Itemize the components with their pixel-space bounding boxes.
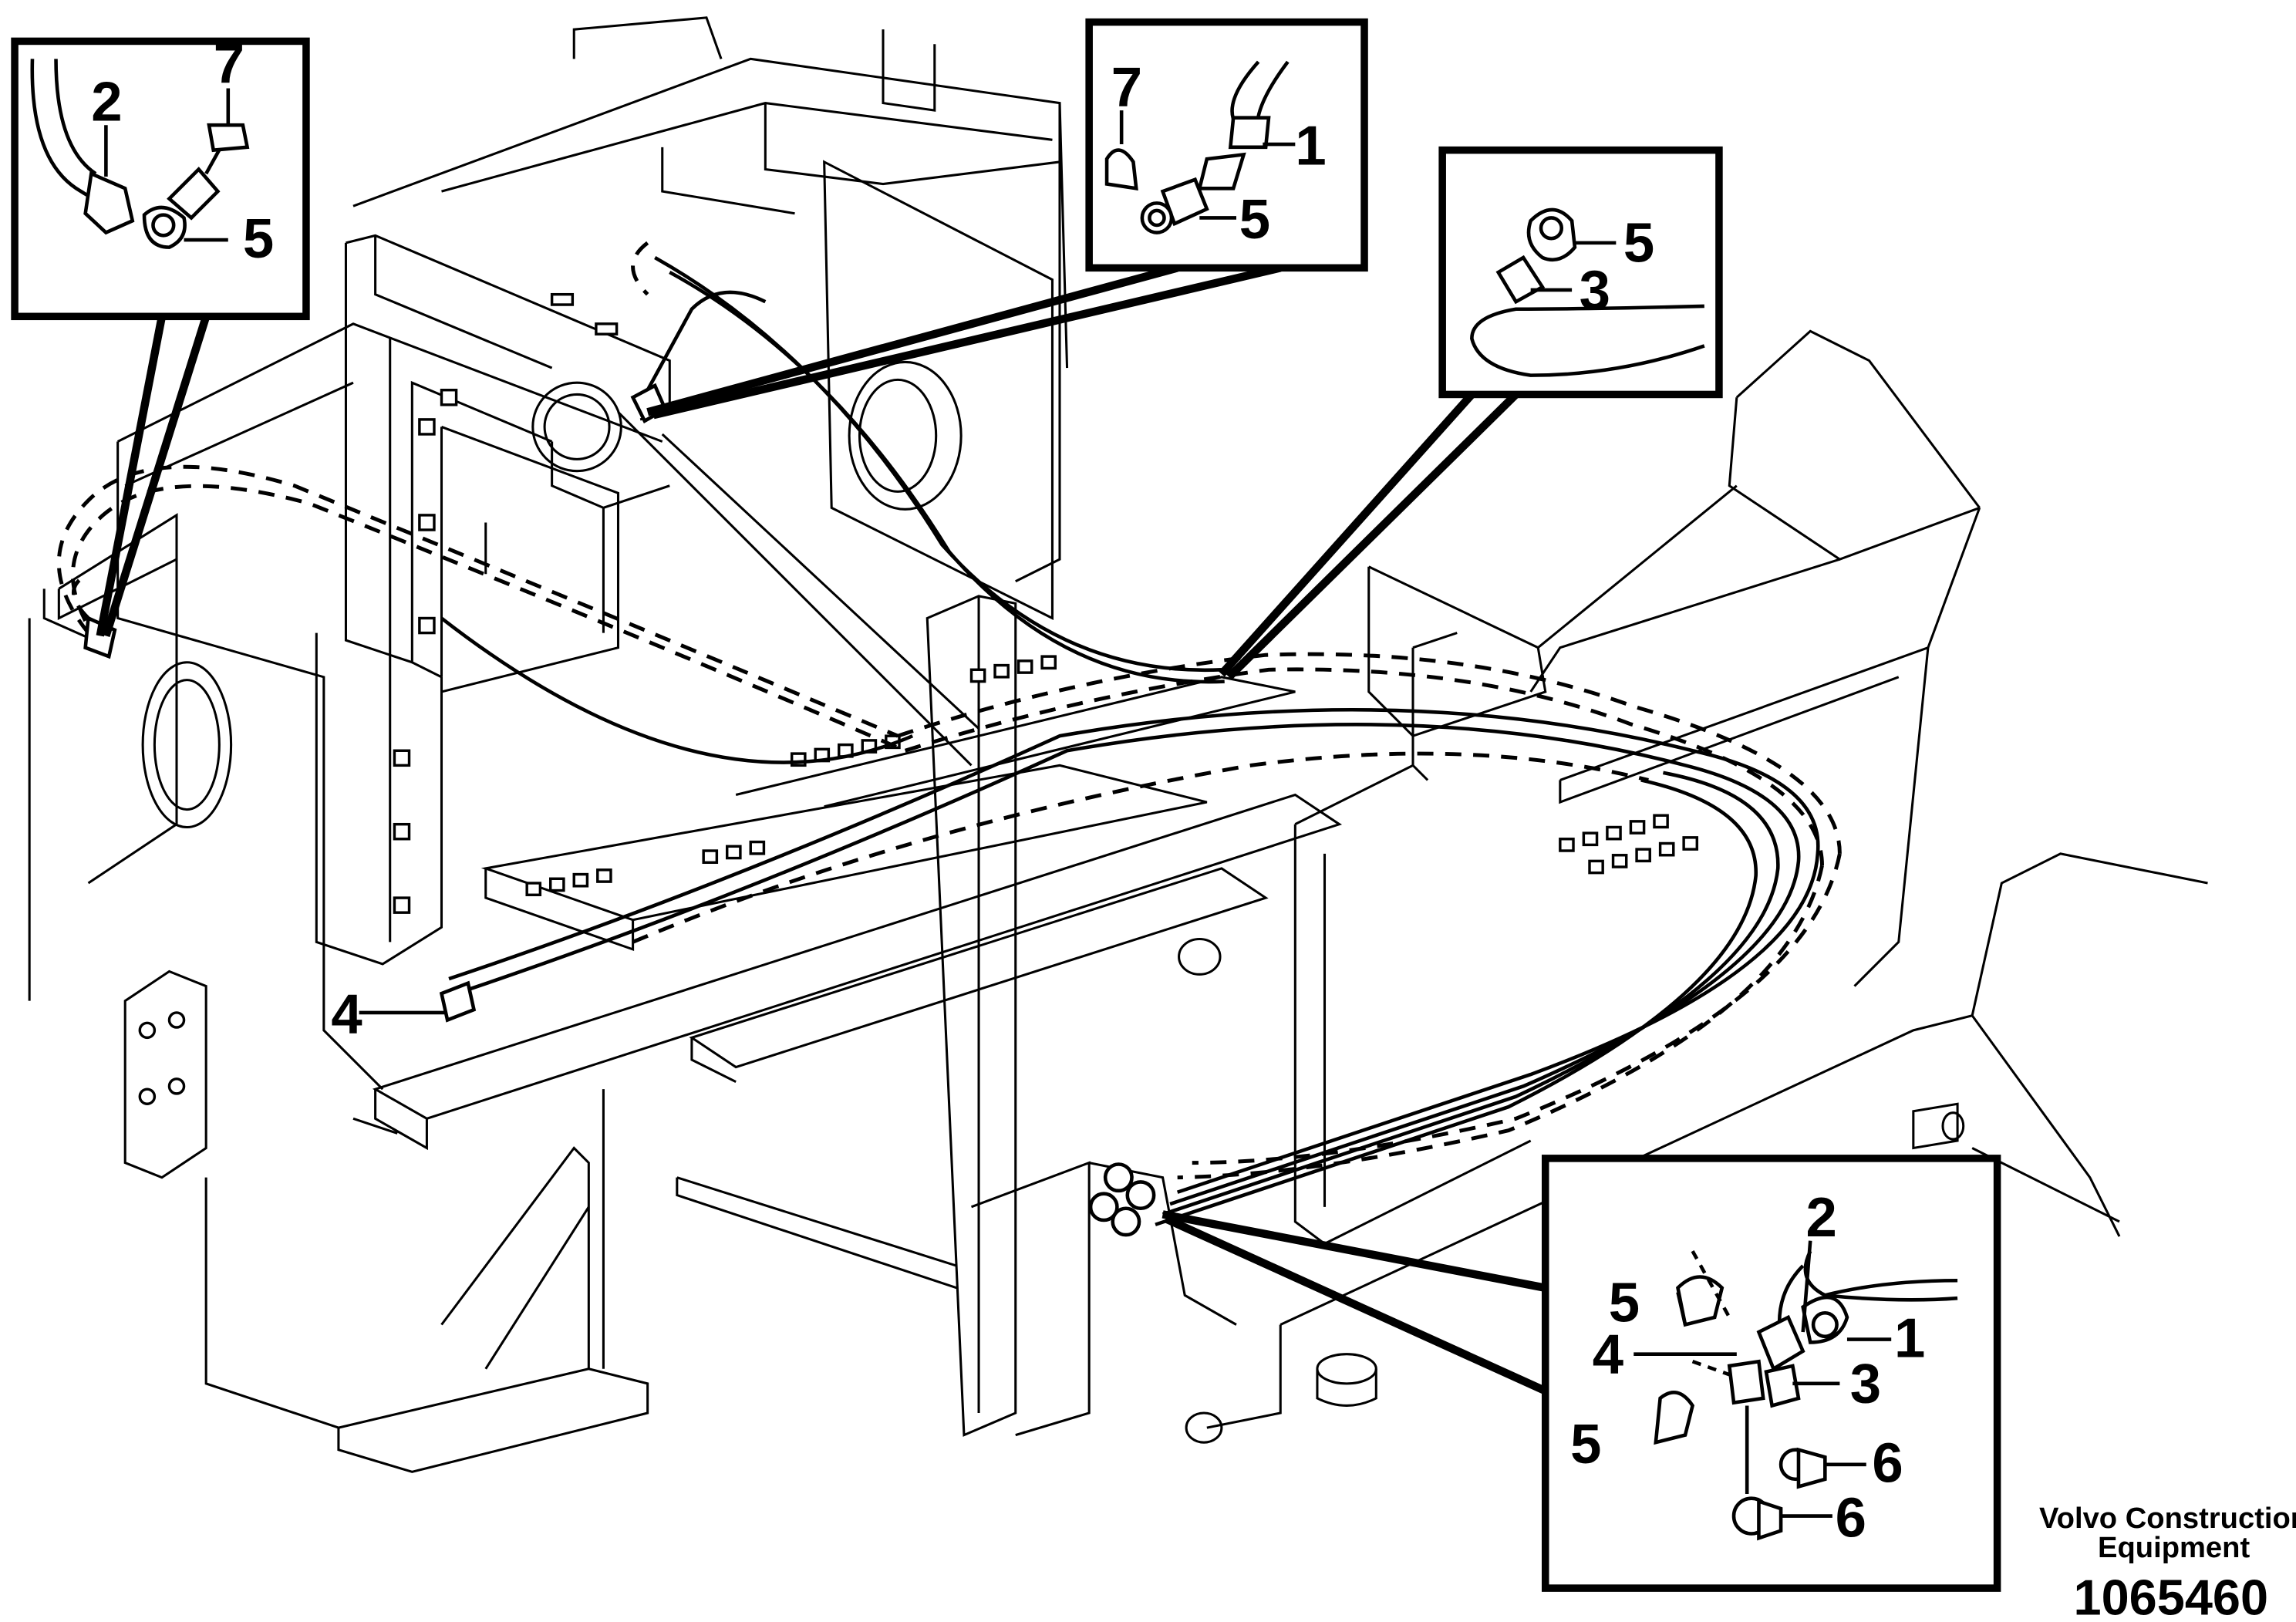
inset-d-callout-5-upper: 5 [1609, 1272, 1640, 1334]
hoses-solid [440, 255, 1820, 1226]
inset-d-callout-2: 2 [1806, 1186, 1837, 1249]
inset-d-callout-6-lower: 6 [1836, 1486, 1866, 1549]
inset-b: 7 1 5 [1085, 18, 1368, 272]
inset-d-callout-3: 3 [1850, 1353, 1881, 1415]
inset-d-callout-6-upper: 6 [1872, 1432, 1903, 1495]
inset-b-callout-5: 5 [1239, 188, 1270, 251]
floor-perforations [525, 655, 1699, 896]
inset-c-callout-3: 3 [1580, 259, 1610, 322]
callout-4-label: 4 [331, 983, 362, 1046]
brand-line-2: Equipment [2098, 1531, 2250, 1564]
part-number: 1065460 [2074, 1569, 2269, 1622]
inset-a-callout-5: 5 [243, 207, 274, 270]
brand-block: Volvo Construction Equipment 1065460 [2039, 1502, 2296, 1622]
inset-b-callout-7: 7 [1111, 56, 1142, 118]
inset-c: 5 3 [1438, 146, 1723, 399]
inset-a: 7 2 5 [11, 32, 310, 321]
inset-c-callout-5: 5 [1623, 212, 1654, 275]
inset-a-callout-7: 7 [214, 32, 244, 95]
frame-structure [28, 16, 2208, 1473]
main-fittings [83, 383, 1156, 1237]
inset-a-callout-2: 2 [91, 70, 122, 133]
hoses-hidden [57, 241, 1842, 1180]
brand-line-1: Volvo Construction [2039, 1502, 2296, 1535]
inset-d-callout-1: 1 [1894, 1307, 1925, 1369]
inset-d-callout-5-lower: 5 [1570, 1413, 1601, 1475]
inset-d-callout-4: 4 [1593, 1323, 1623, 1385]
leader-lines [96, 264, 1547, 1395]
main-callout-4: 4 [331, 983, 445, 1046]
inset-d: 2 5 1 4 3 5 6 6 [1541, 1155, 2001, 1592]
inset-b-callout-1: 1 [1295, 115, 1326, 177]
